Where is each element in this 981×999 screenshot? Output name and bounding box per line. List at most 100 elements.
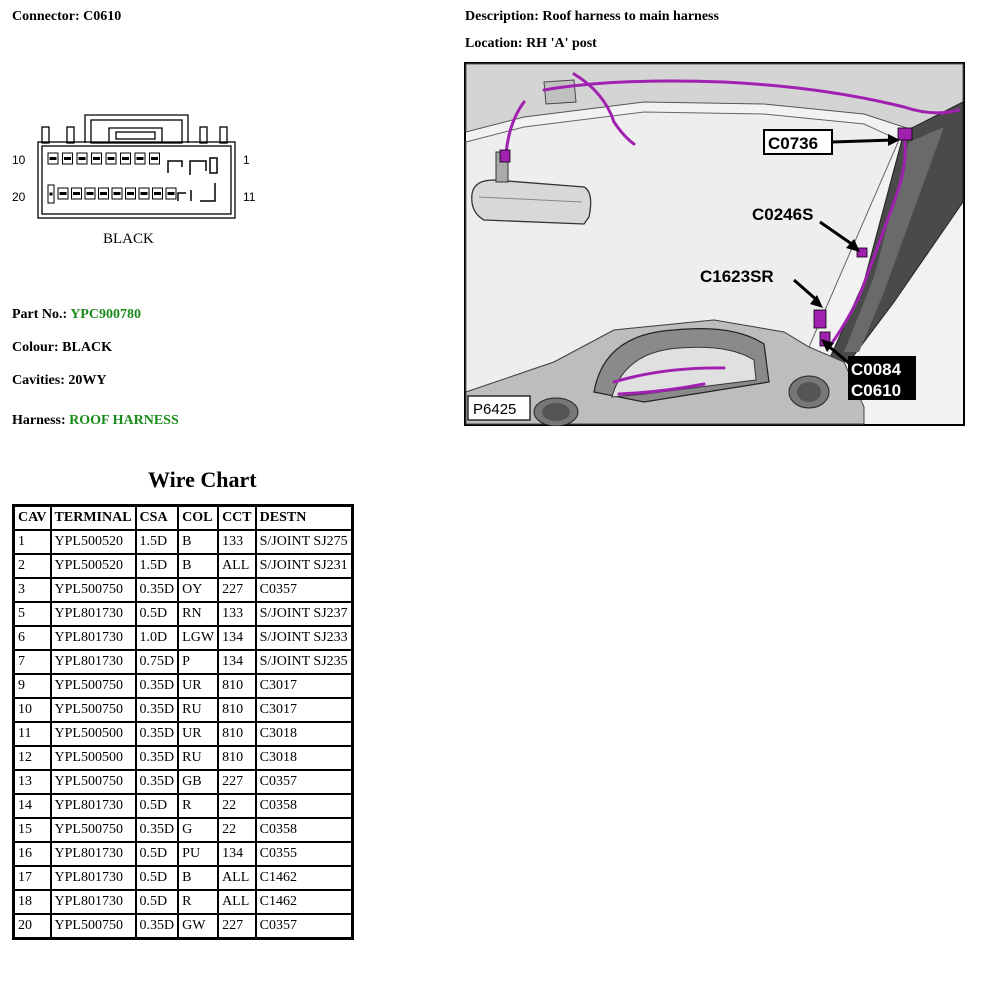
col-header-csa: CSA [136,507,178,529]
cell-cct: 134 [219,651,255,673]
cell-cav: 15 [15,819,50,841]
location-value: RH 'A' post [526,36,597,51]
cell-cav: 17 [15,867,50,889]
part-no-link[interactable]: YPC900780 [70,307,141,322]
cell-cct: ALL [219,555,255,577]
cell-terminal: YPL801730 [51,603,135,625]
cell-cav: 11 [15,723,50,745]
cell-csa: 0.5D [136,891,178,913]
location-illustration: C0736 C0246S C1623SR C0084 C0610 P6425 [464,62,965,426]
cell-csa: 0.5D [136,795,178,817]
cell-csa: 0.35D [136,915,178,937]
cell-cav: 12 [15,747,50,769]
callout-c0246s: C0246S [752,205,813,224]
cell-col: GW [179,915,218,937]
wire-chart-title: Wire Chart [148,467,257,492]
location-label: Location: [465,36,523,51]
cell-csa: 0.35D [136,579,178,601]
cell-terminal: YPL500500 [51,747,135,769]
cell-terminal: YPL801730 [51,843,135,865]
cell-col: B [179,531,218,553]
cell-csa: 1.0D [136,627,178,649]
cell-terminal: YPL500750 [51,675,135,697]
cell-cav: 5 [15,603,50,625]
callout-c0736: C0736 [768,134,818,153]
description-line: Description: Roof harness to main harnes… [465,9,719,25]
pin-label-20: 20 [12,190,26,204]
col-header-terminal: TERMINAL [51,507,135,529]
cell-destn: S/JOINT SJ233 [256,627,351,649]
cell-col: LGW [179,627,218,649]
cavities-line: Cavities: 20WY [12,373,107,389]
col-header-cct: CCT [219,507,255,529]
cell-destn: C0358 [256,819,351,841]
cell-csa: 0.35D [136,699,178,721]
cell-destn: C0357 [256,915,351,937]
cell-cct: 810 [219,699,255,721]
cell-col: G [179,819,218,841]
cell-destn: C0357 [256,579,351,601]
cell-col: R [179,795,218,817]
cell-col: UR [179,723,218,745]
cell-col: RU [179,747,218,769]
part-no-label: Part No.: [12,307,68,322]
callout-c0084: C0084 [851,360,902,379]
cell-cct: 227 [219,771,255,793]
cell-destn: C3018 [256,747,351,769]
cell-col: PU [179,843,218,865]
cell-terminal: YPL500520 [51,555,135,577]
cell-destn: S/JOINT SJ231 [256,555,351,577]
cell-terminal: YPL801730 [51,795,135,817]
cell-csa: 0.35D [136,747,178,769]
cavities-value: 20WY [68,373,107,388]
cell-col: B [179,867,218,889]
cell-cct: 810 [219,723,255,745]
cell-cct: 810 [219,675,255,697]
cell-cav: 18 [15,891,50,913]
cell-destn: C1462 [256,891,351,913]
cell-cav: 2 [15,555,50,577]
connector-face-diagram: 10 1 20 11 BLACK [12,114,256,247]
cell-cct: 133 [219,531,255,553]
cell-csa: 0.35D [136,819,178,841]
connector-label: Connector: [12,9,80,24]
pin-label-1: 1 [243,153,250,167]
cell-terminal: YPL500520 [51,531,135,553]
connector-line: Connector: C0610 [12,9,121,25]
harness-link[interactable]: ROOF HARNESS [69,413,179,428]
cell-csa: 0.5D [136,843,178,865]
cell-cct: ALL [219,867,255,889]
cell-terminal: YPL500500 [51,723,135,745]
colour-label: Colour: [12,340,59,355]
cell-cav: 1 [15,531,50,553]
cell-destn: C0357 [256,771,351,793]
cell-terminal: YPL801730 [51,891,135,913]
cell-destn: C0358 [256,795,351,817]
col-header-cav: CAV [15,507,50,529]
cell-col: RU [179,699,218,721]
cell-terminal: YPL500750 [51,699,135,721]
cell-col: GB [179,771,218,793]
cell-cav: 20 [15,915,50,937]
cell-cct: 810 [219,747,255,769]
cell-terminal: YPL801730 [51,651,135,673]
cell-col: RN [179,603,218,625]
cell-col: B [179,555,218,577]
part-no-line: Part No.: YPC900780 [12,307,141,323]
cell-terminal: YPL500750 [51,915,135,937]
cell-terminal: YPL500750 [51,771,135,793]
cell-cct: 22 [219,795,255,817]
